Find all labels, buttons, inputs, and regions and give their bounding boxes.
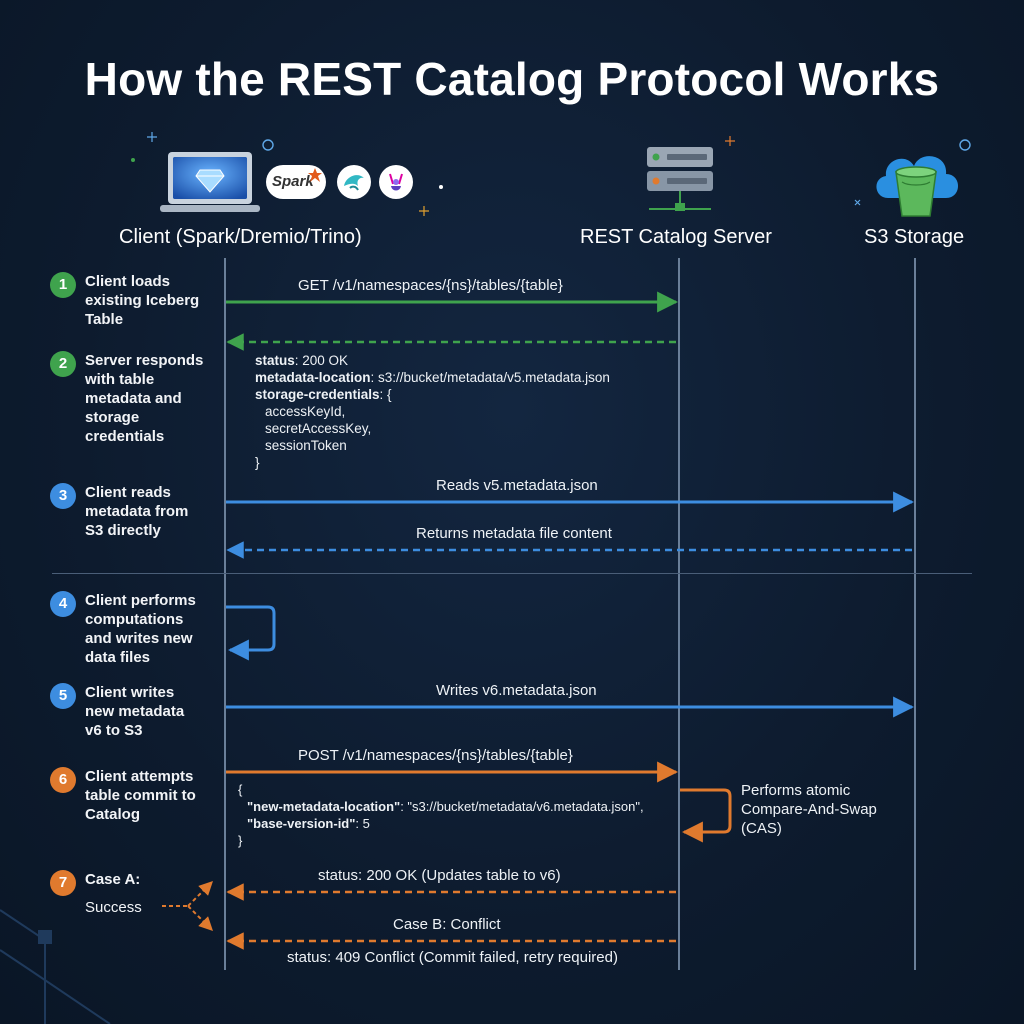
server-icon [647, 147, 713, 211]
step-4-badge: 4 [50, 591, 76, 617]
commit-body: { "new-metadata-location": "s3://bucket/… [238, 781, 644, 849]
status-ok-label: status: 200 OK (Updates table to v6) [318, 867, 561, 884]
phase-divider [52, 573, 972, 574]
step-5-badge: 5 [50, 683, 76, 709]
step-6-badge: 6 [50, 767, 76, 793]
spark-star-icon [308, 168, 322, 182]
spark-logo-text: Spark [272, 173, 314, 190]
response-body: status: 200 OK metadata-location: s3://b… [255, 352, 610, 471]
sparkle-decoration [131, 132, 971, 216]
step-5-text: Client writes new metadata v6 to S3 [85, 684, 185, 739]
step-2-badge: 2 [50, 351, 76, 377]
step-1-badge: 1 [50, 272, 76, 298]
step-2-text: Server responds with table metadata and … [85, 352, 204, 445]
new-metadata-location-value: : "s3://bucket/metadata/v6.metadata.json… [400, 799, 644, 814]
server-lifeline [678, 258, 680, 970]
access-key-id: accessKeyId, [265, 404, 346, 419]
metadata-location-key: metadata-location [255, 370, 371, 385]
trino-logo-icon [379, 165, 413, 199]
step-6-text: Client attempts table commit to Catalog [85, 768, 196, 823]
session-token: sessionToken [265, 438, 347, 453]
step-3-badge: 3 [50, 483, 76, 509]
new-metadata-location-key: "new-metadata-location" [247, 799, 401, 814]
status-value: : 200 OK [294, 353, 349, 368]
returns-content-label: Returns metadata file content [416, 525, 612, 542]
case-b-label: Case B: Conflict [393, 916, 501, 933]
status-conflict-label: status: 409 Conflict (Commit failed, ret… [287, 949, 618, 966]
status-key: status [255, 353, 295, 368]
metadata-location-value: : s3://bucket/metadata/v5.metadata.json [370, 370, 610, 385]
credentials-close: } [255, 455, 260, 470]
arrow-self-compute [226, 605, 276, 661]
step-1-text: Client loads existing Iceberg Table [85, 273, 200, 328]
base-version-id-value: : 5 [355, 816, 370, 831]
dremio-logo-icon [337, 165, 371, 199]
secret-access-key: secretAccessKey, [265, 421, 372, 436]
storage-lifeline [914, 258, 916, 970]
reads-v5-label: Reads v5.metadata.json [436, 477, 598, 494]
s3-bucket-cloud-icon [876, 156, 958, 217]
step-3-text: Client reads metadata from S3 directly [85, 484, 189, 539]
get-request-label: GET /v1/namespaces/{ns}/tables/{table} [298, 277, 563, 294]
step-4-text: Client performs computations and writes … [85, 592, 196, 666]
page-title: How the REST Catalog Protocol Works [84, 53, 940, 105]
storage-credentials-key: storage-credentials [255, 387, 380, 402]
client-label: Client (Spark/Dremio/Trino) [119, 226, 362, 248]
server-label: REST Catalog Server [580, 226, 772, 248]
base-version-id-key: "base-version-id" [247, 816, 356, 831]
commit-open: { [238, 782, 243, 797]
step-7-badge: 7 [50, 870, 76, 896]
post-request-label: POST /v1/namespaces/{ns}/tables/{table} [298, 747, 573, 764]
storage-label: S3 Storage [864, 226, 965, 248]
storage-credentials-open: : { [379, 387, 392, 402]
client-lifeline [224, 258, 226, 970]
writes-v6-label: Writes v6.metadata.json [436, 682, 597, 699]
cas-label: Performs atomic Compare-And-Swap (CAS) [741, 782, 877, 837]
arrow-self-cas [680, 788, 732, 843]
step-7-text: Case A: [85, 871, 141, 888]
success-label: Success [85, 899, 142, 916]
commit-close: } [238, 833, 243, 848]
circuit-decoration [0, 909, 111, 1024]
laptop-icon [160, 152, 260, 212]
arrow-case-fork [162, 881, 213, 931]
